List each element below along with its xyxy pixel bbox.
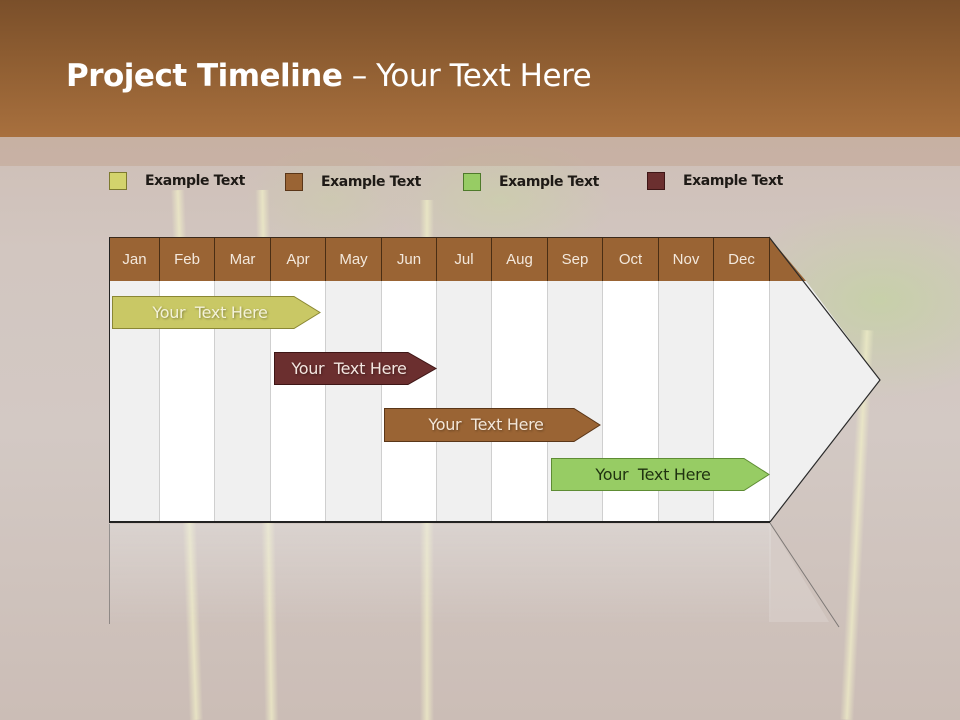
task-label: Your Text Here <box>291 359 407 378</box>
month-nov: Nov <box>659 237 714 281</box>
legend-item-2: Example Text <box>285 172 421 192</box>
legend-item-4: Example Text <box>647 171 783 191</box>
legend-item-1: Example Text <box>109 171 245 191</box>
month-header-row: Jan Feb Mar Apr May Jun Jul Aug Sep Oct … <box>109 237 770 281</box>
column-jun <box>382 281 437 522</box>
month-oct: Oct <box>603 237 659 281</box>
grid-frame <box>109 237 770 523</box>
legend-swatch-yellowgreen <box>109 172 127 190</box>
arrow-reflection <box>769 522 840 628</box>
title-bold: Project Timeline <box>66 58 343 94</box>
title-rest: – Your Text Here <box>342 58 592 94</box>
task-label: Your Text Here <box>595 465 711 484</box>
task-bar-4[interactable]: Your Text Here <box>551 458 771 491</box>
task-bar-3[interactable]: Your Text Here <box>384 408 602 442</box>
legend-label: Example Text <box>499 174 599 190</box>
month-aug: Aug <box>492 237 548 281</box>
month-feb: Feb <box>160 237 215 281</box>
legend-item-3: Example Text <box>463 172 599 192</box>
title-band <box>0 0 960 137</box>
task-bar-1[interactable]: Your Text Here <box>112 296 322 329</box>
month-sep: Sep <box>548 237 603 281</box>
month-may: May <box>326 237 382 281</box>
month-jul: Jul <box>437 237 492 281</box>
column-may <box>326 281 382 522</box>
task-label: Your Text Here <box>428 415 544 434</box>
task-label: Your Text Here <box>152 303 268 322</box>
timeline-arrow-tip <box>769 236 881 523</box>
column-jul <box>437 281 492 522</box>
task-bar-2[interactable]: Your Text Here <box>274 352 438 385</box>
month-apr: Apr <box>271 237 326 281</box>
legend-label: Example Text <box>145 173 245 189</box>
legend-label: Example Text <box>321 174 421 190</box>
legend-swatch-maroon <box>647 172 665 190</box>
legend-swatch-green <box>463 173 481 191</box>
page-title: Project Timeline – Your Text Here <box>66 58 592 94</box>
legend-swatch-brown <box>285 173 303 191</box>
month-mar: Mar <box>215 237 271 281</box>
legend-label: Example Text <box>683 173 783 189</box>
month-jun: Jun <box>382 237 437 281</box>
month-jan: Jan <box>109 237 160 281</box>
column-aug <box>492 281 548 522</box>
translucent-strip <box>0 137 960 166</box>
month-dec: Dec <box>714 237 770 281</box>
grid-reflection <box>109 524 771 624</box>
